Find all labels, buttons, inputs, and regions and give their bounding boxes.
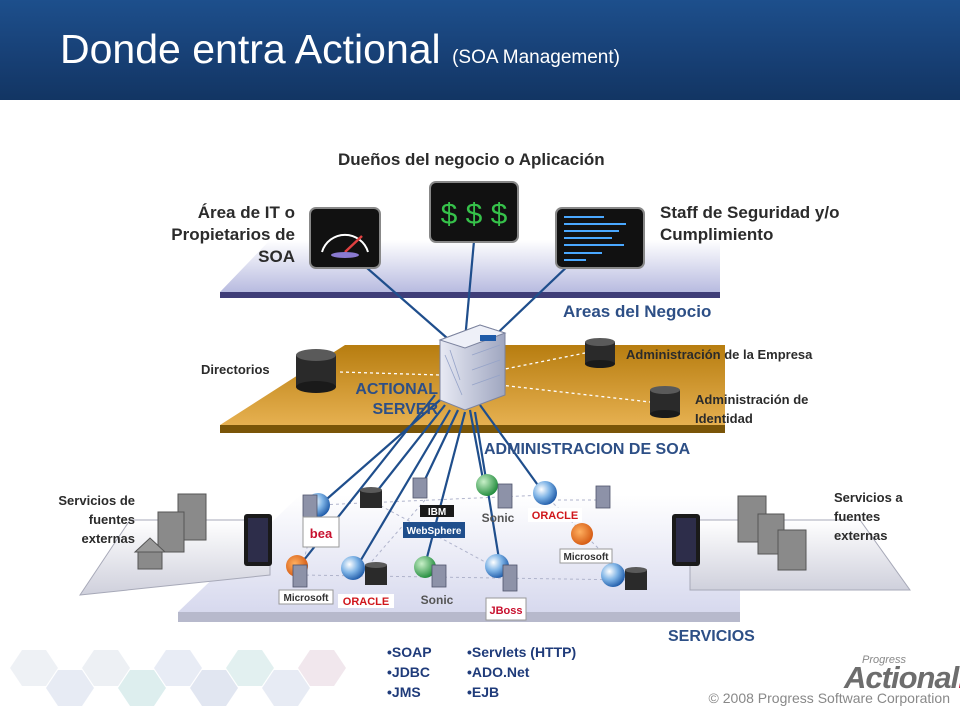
oracle-logo: ORACLE: [528, 508, 582, 522]
protocol-list-2: Servlets (HTTP) ADO.Net EJB: [467, 642, 576, 702]
server-icon: [412, 477, 428, 499]
office-building-icon: [133, 493, 207, 570]
vendor-microsoft: Microsoft: [564, 552, 610, 563]
actional-server-line-2: SERVER: [372, 401, 438, 418]
identity-admin-line-1: Administración de: [695, 392, 809, 407]
microsoft-logo: Microsoft: [278, 589, 334, 605]
vendor-sonic: Sonic: [482, 511, 515, 525]
enterprise-admin-label: Administración de la Empresa: [626, 347, 813, 362]
title-main: Donde entra Actional: [60, 26, 441, 72]
security-line-2: Cumplimiento: [660, 225, 774, 244]
jboss-logo: JBoss: [485, 597, 527, 621]
vendor-microsoft-2: Microsoft: [284, 593, 330, 604]
server-icon: [502, 564, 518, 592]
actional-server-line-1: ACTIONAL: [355, 381, 438, 398]
actional-logo: Actional.: [844, 660, 960, 696]
actional-logo-text: Actional: [844, 660, 959, 695]
external-services-right-label: Servicios a fuentes externas: [834, 488, 903, 545]
server-rack-icon: [244, 514, 272, 566]
business-areas-label: Areas del Negocio: [563, 302, 712, 321]
directories-label: Directorios: [201, 362, 270, 377]
it-area-line-3: SOA: [258, 247, 295, 266]
security-staff-label: Staff de Seguridad y/o Cumplimiento: [660, 202, 839, 246]
protocol-item: JMS: [387, 682, 432, 702]
service-endpoint-icon: [601, 563, 625, 587]
protocol-item: SOAP: [387, 642, 432, 662]
sonic-logo: Sonic: [482, 511, 515, 525]
vendor-oracle: ORACLE: [532, 510, 578, 522]
protocol-item: JDBC: [387, 662, 432, 682]
security-line-1: Staff de Seguridad y/o: [660, 203, 840, 222]
soa-architecture-diagram: $ $ $: [10, 181, 911, 706]
ext-left-line-2: fuentes: [88, 512, 135, 527]
progress-logo-text: Progress: [862, 654, 907, 666]
page-title: Donde entra Actional (SOA Management): [60, 26, 620, 73]
external-services-left-plane: [78, 519, 271, 596]
oracle-logo: ORACLE: [338, 594, 394, 608]
vendor-sonic-2: Sonic: [421, 593, 454, 607]
it-area-line-1: Área de IT o: [197, 203, 295, 222]
service-database-icon: [625, 567, 647, 590]
title-subtitle: (SOA Management): [452, 47, 620, 68]
ext-right-line-2: fuentes: [834, 509, 881, 524]
copyright-text: © 2008 Progress Software Corporation: [708, 690, 950, 706]
security-console-monitor-icon: [555, 207, 645, 269]
vendor-websphere: WebSphere: [407, 526, 462, 537]
vendor-jboss: JBoss: [489, 605, 522, 617]
server-icon: [497, 483, 513, 509]
business-owners-label: Dueños del negocio o Aplicación: [338, 150, 605, 169]
money-monitor-icon: $ $ $: [429, 181, 519, 243]
external-services-left-label: Servicios de fuentes externas: [30, 491, 135, 548]
title-bar: [0, 0, 960, 100]
ext-right-line-3: externas: [834, 528, 888, 543]
ext-right-line-1: Servicios a: [834, 490, 903, 505]
vendor-ibm: IBM: [428, 507, 446, 518]
service-endpoint-icon: [533, 481, 557, 505]
router-icon: [414, 556, 436, 578]
soa-admin-label: ADMINISTRACION DE SOA: [484, 441, 691, 458]
it-area-line-2: Propietarios de: [171, 225, 295, 244]
vendor-bea: bea: [310, 526, 333, 541]
ext-left-line-3: externas: [81, 531, 135, 546]
service-database-icon: [360, 487, 382, 508]
microsoft-logo: Microsoft: [559, 548, 613, 564]
server-icon: [595, 485, 611, 509]
money-symbols: $ $ $: [441, 198, 508, 231]
router-icon: [476, 474, 498, 496]
ibm-logo: IBM: [420, 505, 454, 518]
ext-left-line-1: Servicios de: [58, 493, 135, 508]
vendor-oracle-2: ORACLE: [343, 596, 389, 608]
actional-server-icon: [438, 324, 507, 411]
identity-admin-line-2: Identidad: [695, 411, 753, 426]
identity-admin-label: Administración de Identidad: [695, 390, 808, 428]
protocol-item: EJB: [467, 682, 576, 702]
protocol-item: Servlets (HTTP): [467, 642, 576, 662]
protocol-item: ADO.Net: [467, 662, 576, 682]
bea-logo: bea: [302, 516, 340, 548]
services-label: SERVICIOS: [668, 628, 755, 645]
sonic-logo: Sonic: [421, 593, 454, 607]
it-area-label: Área de IT o Propietarios de SOA: [130, 202, 295, 268]
server-rack-icon: [672, 514, 700, 566]
service-database-icon: [365, 562, 387, 585]
server-icon: [431, 564, 447, 588]
actional-server-label: ACTIONAL SERVER: [320, 380, 438, 420]
websphere-logo: WebSphere: [403, 522, 465, 538]
enterprise-admin-database-icon: [585, 338, 615, 368]
protocol-list-1: SOAP JDBC JMS: [387, 642, 432, 702]
directories-database-icon: [296, 349, 336, 393]
admin-connections: [339, 351, 651, 403]
lock-icon: [571, 523, 593, 545]
dashboard-monitor-icon: [309, 207, 381, 269]
decorative-hexagons: [10, 650, 346, 706]
office-building-icon: [737, 495, 807, 571]
service-endpoint-icon: [341, 556, 365, 580]
server-icon: [292, 564, 308, 588]
server-icon: [302, 494, 318, 518]
identity-admin-database-icon: [650, 386, 680, 418]
